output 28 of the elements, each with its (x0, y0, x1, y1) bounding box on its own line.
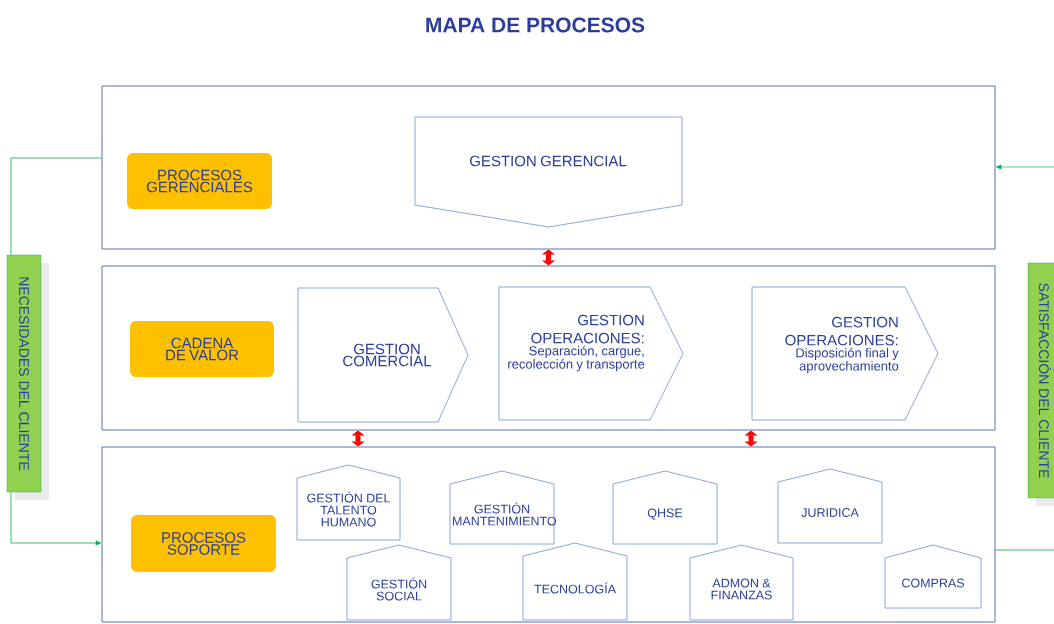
connector-line (10, 157, 102, 256)
process-house: GESTIÓN MANTENIMIENTO (449, 470, 557, 545)
process-house: COMPRAS (884, 544, 982, 609)
side-tab: SATISFACCIÓN DEL CLIENTE (1027, 262, 1054, 506)
process-panel (101, 85, 996, 250)
arrow (10, 491, 101, 546)
process-step: GESTION COMERCIAL (297, 287, 469, 423)
category-label: CADENA DE VALOR (130, 321, 274, 377)
title: MAPA DE PROCESOS (426, 17, 645, 33)
double-arrow (351, 430, 365, 447)
process-panel (101, 265, 996, 431)
process-house: ADMON & FINANZAS (689, 544, 794, 621)
side-tab: NECESIDADES DEL CLIENTE (6, 254, 49, 500)
double-arrow (744, 430, 758, 447)
connector-line (995, 549, 1054, 551)
double-arrow (541, 249, 556, 266)
process-house: GESTIÓN DEL TALENTO HUMANO (296, 464, 401, 541)
process-house: QHSE (612, 470, 718, 545)
arrow (996, 164, 1054, 170)
process-pentagon: GESTION GERENCIAL (414, 116, 683, 228)
process-house: GESTIÓN SOCIAL (346, 544, 452, 621)
process-step: GESTION OPERACIONES: Separación, cargue, recolección y transporte (498, 286, 684, 421)
process-house: JURIDICA (777, 468, 883, 544)
category-label: PROCESOS GERENCIALES (127, 153, 272, 209)
process-panel (101, 446, 996, 623)
category-label: PROCESOS SOPORTE (131, 515, 276, 572)
process-step: GESTION OPERACIONES: Disposición final y aprovechamiento (751, 286, 939, 421)
process-house: TECNOLOGÍA (522, 542, 628, 621)
